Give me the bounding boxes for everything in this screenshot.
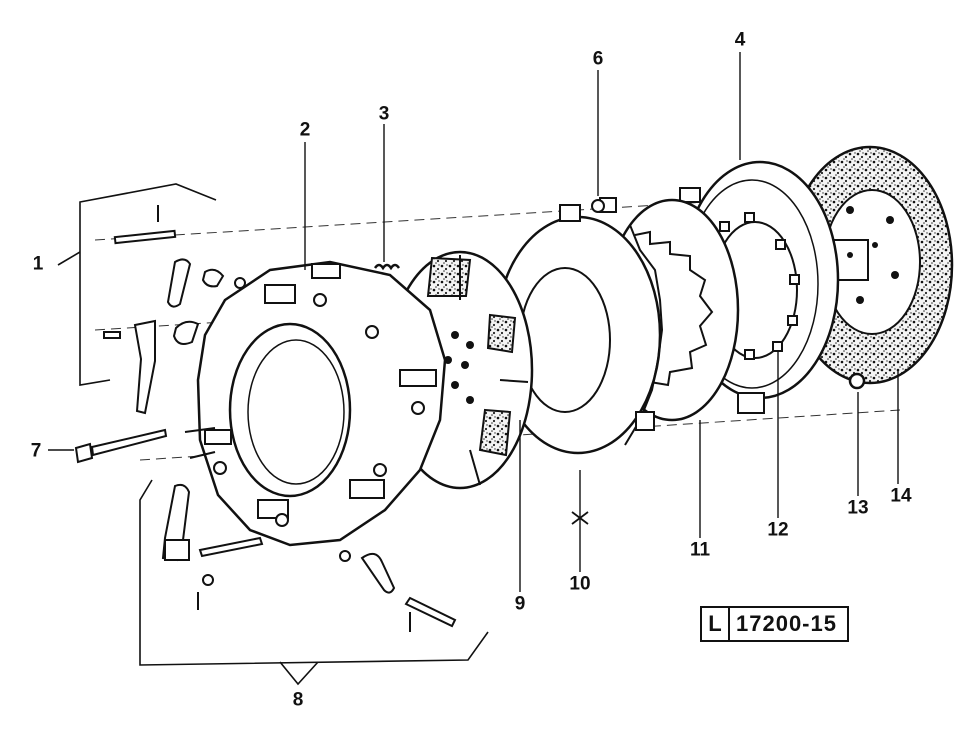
lever-assembly-lower (161, 483, 457, 632)
callout-14: 14 (890, 485, 912, 507)
pin (591, 199, 605, 213)
intermediate-plate (494, 199, 664, 455)
callout-3: 3 (378, 103, 390, 125)
nut (848, 372, 866, 390)
coil-spring (373, 263, 401, 271)
callout-6: 6 (592, 48, 604, 70)
clutch-cover (196, 260, 447, 547)
reference-letter: L (702, 608, 730, 640)
leader-lines (48, 52, 899, 592)
callout-2: 2 (299, 119, 311, 141)
callout-10: 10 (569, 573, 591, 595)
reference-number: 17200-15 (736, 611, 837, 636)
lever-assembly-upper (103, 205, 246, 415)
callout-8: 8 (292, 689, 304, 711)
cross-mark (571, 511, 589, 525)
reference-box: L 17200-15 (700, 606, 849, 642)
long-bolt (74, 427, 216, 464)
callout-7: 7 (30, 440, 42, 462)
callout-12: 12 (767, 519, 789, 541)
callout-4: 4 (734, 29, 746, 51)
callout-13: 13 (847, 497, 869, 519)
callout-9: 9 (514, 593, 526, 615)
group-brackets (57, 183, 489, 686)
callout-1: 1 (32, 253, 44, 275)
callout-11: 11 (689, 539, 711, 561)
